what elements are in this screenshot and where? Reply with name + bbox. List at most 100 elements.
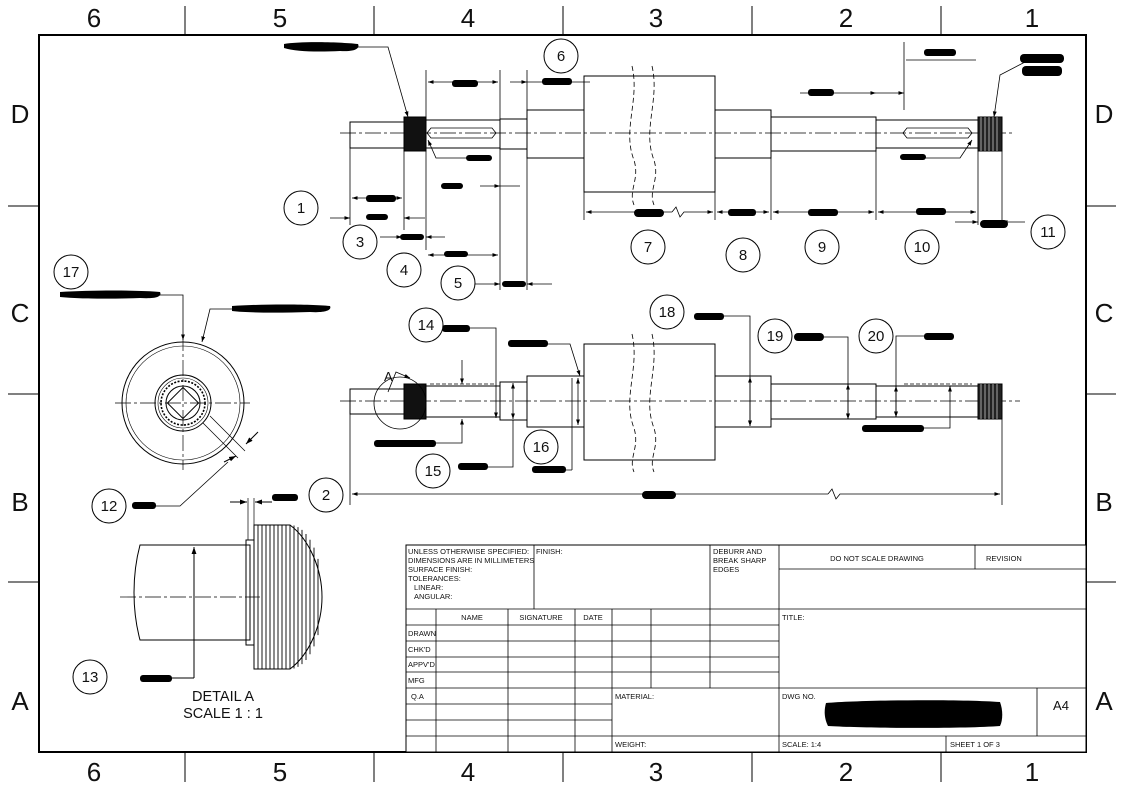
zone-labels: 6 5 4 3 2 1 6 5 4 3 2 1 D C B A D C B A: [11, 3, 1114, 787]
row-approved: APPV'D: [408, 660, 435, 669]
balloon-5: 5: [440, 265, 476, 301]
detail-a-threads: [257, 525, 319, 669]
deburr-line-3: EDGES: [713, 565, 739, 574]
detail-a-marker: A: [384, 369, 393, 384]
balloons: 1 2 3 4 5 6 7 8 9 10 11 12 13 14 15 16 1…: [53, 38, 1066, 695]
svg-text:7: 7: [644, 239, 652, 256]
middle-view-dimensions: [60, 294, 1003, 505]
balloon-15: 15: [415, 453, 451, 489]
svg-text:19: 19: [767, 328, 784, 345]
balloon-3: 3: [342, 224, 378, 260]
zone-col-4: 4: [461, 3, 475, 33]
svg-text:11: 11: [1040, 224, 1056, 241]
zone-row-a-right: A: [1095, 686, 1113, 716]
note-line-5: LINEAR:: [414, 583, 443, 592]
zone-col-5: 5: [273, 3, 287, 33]
svg-text:4: 4: [400, 262, 408, 279]
scale-label: SCALE: 1:4: [782, 740, 821, 749]
svg-text:10: 10: [914, 239, 931, 256]
svg-text:15: 15: [425, 463, 442, 480]
balloon-19: 19: [757, 318, 793, 354]
dwg-no-redaction: [824, 700, 1003, 728]
balloon-4: 4: [386, 252, 422, 288]
zone-row-b-right: B: [1095, 487, 1112, 517]
balloon-20: 20: [858, 318, 894, 354]
balloon-11: 11: [1030, 214, 1066, 250]
do-not-scale-label: DO NOT SCALE DRAWING: [830, 554, 924, 563]
row-drawn: DRAWN: [408, 629, 436, 638]
zone-row-a: A: [11, 686, 29, 716]
zone-col-2: 2: [839, 3, 853, 33]
balloon-2: 2: [308, 477, 344, 513]
balloon-17: 17: [53, 254, 89, 290]
svg-text:12: 12: [101, 498, 118, 515]
zone-col-6-bottom: 6: [87, 757, 101, 787]
balloon-8: 8: [725, 237, 761, 273]
svg-text:14: 14: [418, 317, 435, 334]
row-qa: Q.A: [411, 692, 424, 701]
zone-col-4-bottom: 4: [461, 757, 475, 787]
balloon-18: 18: [649, 294, 685, 330]
col-date-header: DATE: [583, 613, 602, 622]
deburr-line-1: DEBURR AND: [713, 547, 763, 556]
svg-text:18: 18: [659, 304, 676, 321]
svg-text:5: 5: [454, 275, 462, 292]
weight-label: WEIGHT:: [615, 740, 646, 749]
zone-row-b: B: [11, 487, 28, 517]
svg-text:17: 17: [63, 264, 80, 281]
finish-label: FINISH:: [536, 547, 563, 556]
svg-text:13: 13: [82, 669, 99, 686]
top-shaft-view: [340, 65, 1015, 206]
svg-text:8: 8: [739, 247, 747, 264]
svg-text:9: 9: [818, 239, 826, 256]
material-label: MATERIAL:: [615, 692, 654, 701]
zone-row-d-right: D: [1095, 99, 1114, 129]
balloon-14: 14: [408, 307, 444, 343]
note-line-2: DIMENSIONS ARE IN MILLIMETERS: [408, 556, 534, 565]
detail-a-caption: DETAIL A SCALE 1 : 1: [183, 689, 263, 722]
svg-text:2: 2: [322, 487, 330, 504]
sheet-label: SHEET 1 OF 3: [950, 740, 1000, 749]
end-view: [115, 335, 259, 507]
balloon-16: 16: [523, 429, 559, 465]
balloon-12: 12: [91, 488, 127, 524]
sheet-size-label: A4: [1053, 698, 1069, 713]
middle-view-redactions: [60, 290, 954, 682]
svg-text:16: 16: [533, 439, 550, 456]
svg-text:3: 3: [356, 234, 364, 251]
detail-a-scale: SCALE 1 : 1: [183, 706, 263, 722]
zone-row-c-right: C: [1095, 298, 1114, 328]
middle-shaft-view: [340, 333, 1020, 473]
row-mfg: MFG: [408, 676, 425, 685]
balloon-13: 13: [72, 659, 108, 695]
note-line-3: SURFACE FINISH:: [408, 565, 472, 574]
col-name-header: NAME: [461, 613, 483, 622]
svg-text:20: 20: [868, 328, 885, 345]
col-signature-header: SIGNATURE: [519, 613, 562, 622]
zone-col-5-bottom: 5: [273, 757, 287, 787]
svg-text:1: 1: [297, 200, 305, 217]
note-line-6: ANGULAR:: [414, 592, 452, 601]
title-label: TITLE:: [782, 613, 805, 622]
zone-col-2-bottom: 2: [839, 757, 853, 787]
balloon-10: 10: [904, 229, 940, 265]
balloon-1: 1: [283, 190, 319, 226]
zone-row-d: D: [11, 99, 30, 129]
balloon-6: 6: [543, 38, 579, 74]
zone-row-c: C: [11, 298, 30, 328]
zone-col-3-bottom: 3: [649, 757, 663, 787]
zone-col-3: 3: [649, 3, 663, 33]
svg-text:6: 6: [557, 48, 565, 65]
balloon-7: 7: [630, 229, 666, 265]
deburr-line-2: BREAK SHARP: [713, 556, 766, 565]
zone-col-1-bottom: 1: [1025, 757, 1039, 787]
revision-label: REVISION: [986, 554, 1022, 563]
zone-col-1: 1: [1025, 3, 1039, 33]
title-block: UNLESS OTHERWISE SPECIFIED: DIMENSIONS A…: [405, 544, 1087, 753]
top-view-redactions: [284, 42, 1064, 287]
balloon-9: 9: [804, 229, 840, 265]
note-line-1: UNLESS OTHERWISE SPECIFIED:: [408, 547, 529, 556]
row-checked: CHK'D: [408, 645, 431, 654]
note-line-4: TOLERANCES:: [408, 574, 461, 583]
